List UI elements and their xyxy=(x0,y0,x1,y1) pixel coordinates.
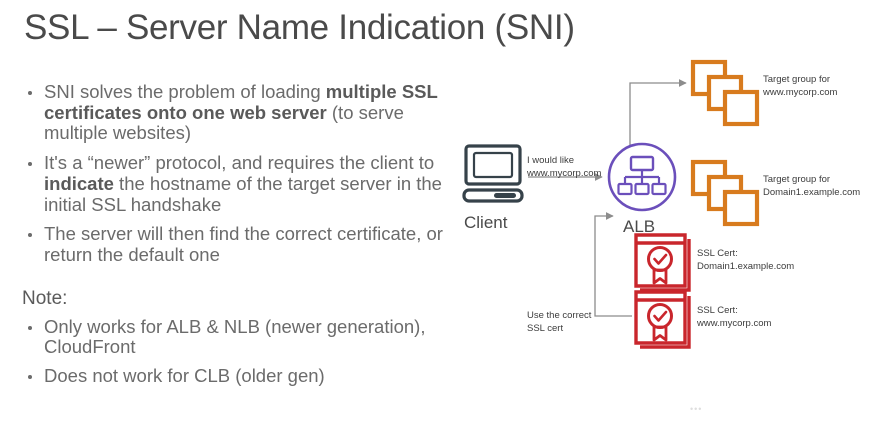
ssl-cert-1-label: SSL Cert: Domain1.example.com xyxy=(697,248,794,274)
bullet-2-run-0: The server will then find the correct ce… xyxy=(44,223,443,266)
alb-icon xyxy=(607,142,677,212)
note-bullet-0: Only works for ALB & NLB (newer generati… xyxy=(22,315,452,358)
target-group-1-line2: www.mycorp.com xyxy=(763,86,838,98)
client-label: Client xyxy=(464,213,508,232)
page-title: SSL – Server Name Indication (SNI) xyxy=(24,8,575,47)
connector-ssl-cert-to-alb xyxy=(594,212,632,317)
note-bullet-1: Does not work for CLB (older gen) xyxy=(22,365,452,387)
main-bullet-list: SNI solves the problem of loading multip… xyxy=(22,81,452,266)
bullet-1: It's a “newer” protocol, and requires th… xyxy=(22,152,452,215)
left-content-column: SNI solves the problem of loading multip… xyxy=(22,81,452,395)
note-heading: Note: xyxy=(22,287,68,309)
ssl-cert-2-label: SSL Cert: www.mycorp.com xyxy=(697,305,771,331)
target-group-2-label: Target group for Domain1.example.com xyxy=(763,174,860,200)
client-request-line1: I would like xyxy=(527,155,574,166)
diagram-canvas xyxy=(462,59,760,349)
ssl-cert-2-line2: www.mycorp.com xyxy=(697,317,772,329)
target-group-icon-2 xyxy=(690,159,760,227)
target-group-2-line2: Domain1.example.com xyxy=(763,186,861,198)
target-group-2-line1: Target group for xyxy=(763,174,831,185)
ssl-cert-1-line2: Domain1.example.com xyxy=(697,260,795,272)
bullet-1-run-1: indicate xyxy=(44,172,114,194)
bullet-0-run-1: multiple SSL certificates onto one web s… xyxy=(44,81,438,123)
use-correct-cert-line1: Use the correct xyxy=(527,310,592,321)
use-correct-cert-line2: SSL cert xyxy=(527,322,564,334)
target-group-1-line1: Target group for xyxy=(763,74,831,85)
client-request-label: I would like www.mycorp.com xyxy=(527,155,601,181)
connector-alb-to-target-groups xyxy=(629,79,687,150)
bullet-2: The server will then find the correct ce… xyxy=(22,224,452,265)
ssl-cert-1-line1: SSL Cert: xyxy=(697,248,738,259)
watermark: ••• xyxy=(690,404,703,414)
note-bullet-list: Only works for ALB & NLB (newer generati… xyxy=(22,315,452,387)
ssl-cert-2-line1: SSL Cert: xyxy=(697,305,738,316)
use-correct-cert-label: Use the correct SSL cert xyxy=(527,310,591,336)
bullet-1-run-0: It's a “newer” protocol, and requires th… xyxy=(44,152,435,174)
bullet-0: SNI solves the problem of loading multip… xyxy=(22,81,452,144)
sni-architecture-diagram: Target group for www.mycorp.com Target g… xyxy=(450,50,872,422)
client-request-line2: www.mycorp.com xyxy=(527,167,602,179)
alb-label: ALB xyxy=(623,217,656,236)
ssl-certificate-icon-1 xyxy=(634,233,691,292)
bullet-0-run-2: (to serve multiple websites) xyxy=(44,101,404,144)
bullet-1-run-2: the hostname of the target server in the… xyxy=(44,172,442,215)
bullet-0-run-0: SNI solves the problem of loading xyxy=(44,81,326,102)
ssl-certificate-icon-2 xyxy=(634,290,691,349)
note-bullet-0-run-0: Only works for ALB & NLB (newer generati… xyxy=(44,315,426,358)
client-computer-icon xyxy=(462,144,524,203)
target-group-1-label: Target group for www.mycorp.com xyxy=(763,74,837,100)
note-bullet-1-run-0: Does not work for CLB (older gen) xyxy=(44,365,325,387)
target-group-icon-1 xyxy=(690,59,760,127)
